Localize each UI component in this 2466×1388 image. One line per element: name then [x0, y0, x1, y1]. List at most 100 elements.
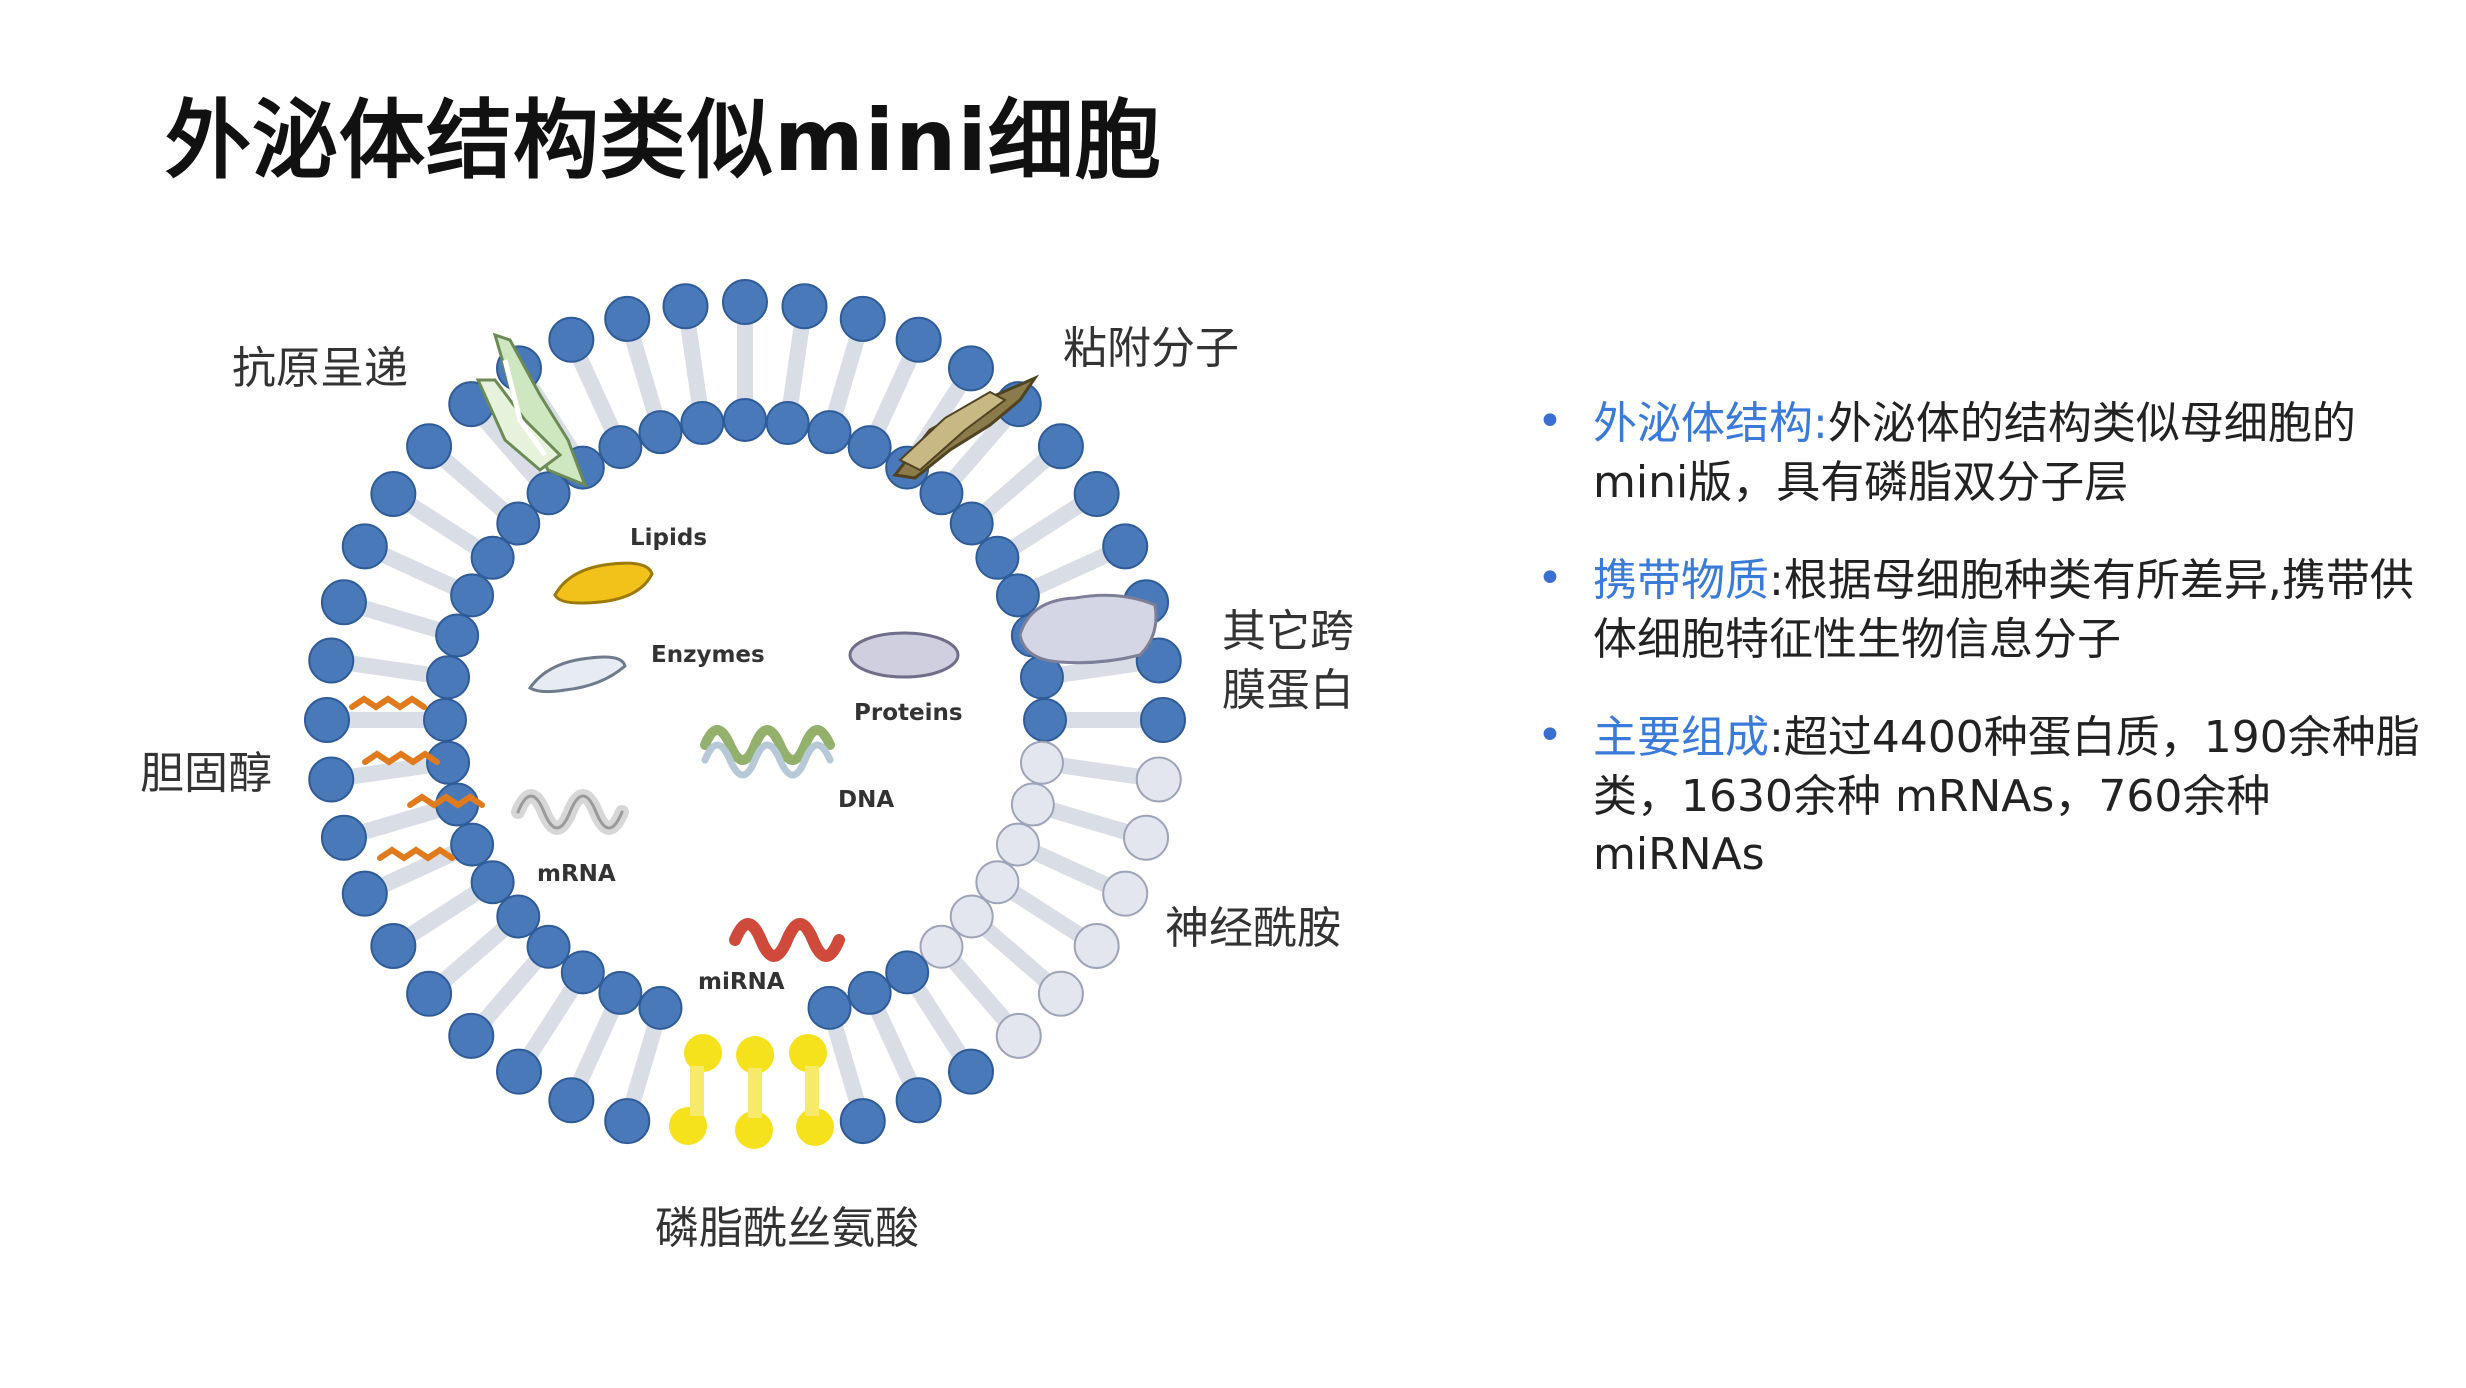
lipid-head-outer: [320, 579, 367, 626]
lipid-head-outer: [604, 1098, 651, 1145]
lipid-tail: [974, 917, 1059, 993]
lipid-tail: [349, 800, 452, 842]
lipid-tail: [1001, 881, 1093, 947]
lipid-head-outer: [1102, 870, 1149, 917]
lipid-head-outer: [722, 279, 768, 325]
lipid-head-outer: [1140, 697, 1186, 743]
lipid-tail: [518, 976, 584, 1068]
label-transmembrane-2: 膜蛋白: [1222, 665, 1354, 716]
label-mrna: mRNA: [537, 861, 616, 887]
lipid-head-outer: [341, 870, 388, 917]
lipid-tail: [906, 976, 972, 1068]
bullet-item-structure: • 外泌体结构:外泌体的结构类似母细胞的mini版，具有磷脂双分子层: [1525, 395, 2425, 512]
lipid-head-inner: [807, 410, 852, 455]
lipid-head-inner: [426, 655, 471, 700]
bullet-text: 超过4400种蛋白质，190余种脂类，1630余种 mRNAs，760余种 mi…: [1593, 712, 2420, 881]
lipid-head-outer: [781, 283, 828, 330]
lipid-tail: [867, 344, 921, 443]
lipid-blob: [553, 561, 654, 605]
lipid-tail: [1038, 800, 1141, 842]
label-cholesterol: 胆固醇: [140, 748, 272, 799]
enzyme-blob: [527, 655, 627, 694]
lipid-head-inner: [450, 573, 495, 618]
lipid-tail: [569, 997, 623, 1096]
lipid-head-inner: [450, 822, 495, 867]
cholesterol-molecules: [349, 695, 485, 862]
lipid-head-outer: [1073, 922, 1120, 969]
label-adhesion: 粘附分子: [1063, 323, 1239, 374]
lipid-tail: [942, 406, 1018, 491]
lipid-head-outer: [304, 697, 350, 743]
phosphatidylserine-lipids: [669, 1034, 834, 1149]
lipid-head-inner: [435, 613, 480, 658]
label-phosphatidylserine: 磷脂酰丝氨酸: [655, 1203, 919, 1254]
lipid-head-inner: [919, 924, 964, 969]
lipid-tail: [942, 949, 1018, 1034]
lipid-head-outer: [370, 922, 417, 969]
lipid-head-inner: [723, 398, 767, 442]
lipid-head-inner: [975, 860, 1020, 905]
lipid-head-outer: [1102, 523, 1149, 570]
lipid-head-inner: [560, 950, 605, 995]
lipid-head-inner: [680, 401, 725, 446]
label-transmembrane-1: 其它跨: [1222, 606, 1354, 657]
lipid-tail: [867, 997, 921, 1096]
lipid-tail: [1047, 756, 1153, 786]
lipid-head-inner: [847, 425, 892, 470]
label-dna: DNA: [838, 787, 895, 813]
lipid-head-inner: [470, 535, 515, 580]
lipid-head-outer: [995, 1012, 1042, 1059]
lipid-head-inner: [765, 401, 810, 446]
lipid-tail: [569, 344, 623, 443]
lipid-head-inner: [526, 924, 571, 969]
lipid-head-inner: [598, 425, 643, 470]
label-antigen: 抗原呈递: [232, 343, 408, 394]
lipid-tail: [1022, 842, 1121, 896]
lipid-head-inner: [638, 410, 683, 455]
label-enzymes: Enzymes: [651, 642, 765, 668]
lipid-head-inner: [975, 535, 1020, 580]
lipid-head-outer: [320, 814, 367, 861]
lipid-head-outer: [947, 345, 994, 392]
lipid-head-outer: [406, 970, 453, 1017]
label-lipids: Lipids: [630, 525, 708, 551]
lipid-tail: [623, 1013, 665, 1116]
lipid-head-outer: [1135, 756, 1182, 803]
bullet-heading: 主要组成: [1593, 712, 1769, 764]
lipid-tail: [825, 1013, 867, 1116]
dna-strand: [700, 725, 835, 765]
bullet-colon: :: [1769, 555, 1784, 607]
lipid-head-outer: [1073, 471, 1120, 518]
bullet-text: 根据母细胞种类有所差异,携带供体细胞特征性生物信息分子: [1593, 555, 2414, 665]
lipid-bilayer: [304, 279, 1186, 1145]
lipid-tail: [1047, 654, 1153, 684]
lipid-tail: [397, 493, 489, 559]
lipid-head-outer: [308, 637, 355, 684]
protein-blob: [848, 631, 960, 679]
lipid-head-inner: [949, 501, 994, 546]
lipid-head-inner: [598, 970, 643, 1015]
lipid-tail: [1001, 493, 1093, 559]
lipid-head-outer: [308, 756, 355, 803]
bullet-colon: :: [1813, 398, 1828, 449]
lipid-head-inner: [1019, 740, 1064, 785]
lipid-head-inner: [470, 860, 515, 905]
lipid-head-outer: [839, 1098, 886, 1145]
lipid-head-inner: [423, 698, 467, 742]
slide-title: 外泌体结构类似mini细胞: [165, 91, 1162, 191]
lipid-tail: [472, 406, 548, 491]
bullet-heading: 外泌体结构: [1593, 398, 1813, 449]
lipid-head-inner: [526, 471, 571, 516]
lipid-head-outer: [662, 283, 709, 330]
lipid-head-outer: [1037, 423, 1084, 470]
lipid-head-inner: [1010, 782, 1055, 827]
bullet-item-cargo: • 携带物质:根据母细胞种类有所差异,携带供体细胞特征性生物信息分子: [1525, 552, 2425, 669]
lipid-tail: [397, 881, 489, 947]
lipid-head-outer: [370, 471, 417, 518]
lipid-tail: [337, 756, 443, 786]
lipid-head-outer: [548, 316, 595, 363]
lipid-head-outer: [496, 1048, 543, 1095]
lipid-tail: [472, 949, 548, 1034]
exosome-diagram: [304, 279, 1186, 1149]
lipid-head-inner: [847, 970, 892, 1015]
